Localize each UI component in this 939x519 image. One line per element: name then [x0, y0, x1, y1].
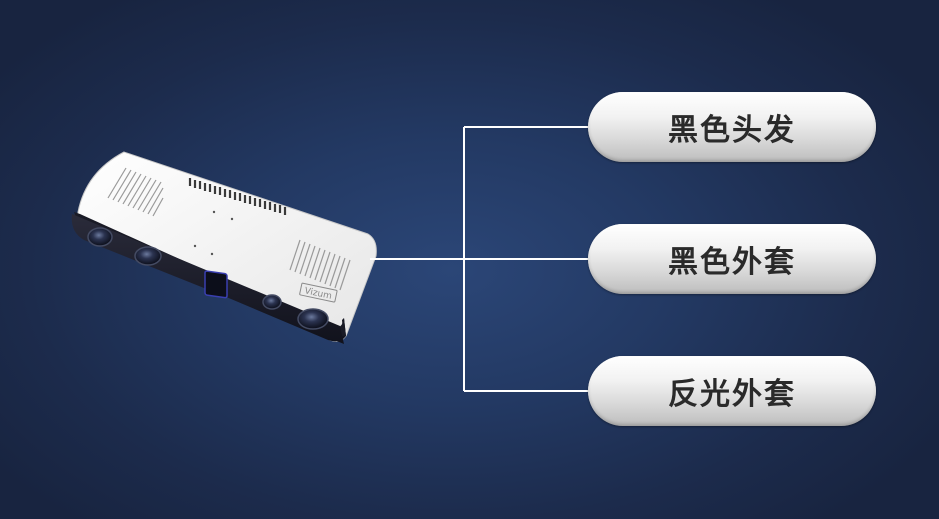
- label-reflective-jacket-text: 反光外套: [668, 377, 796, 412]
- camera-body: [77, 151, 377, 342]
- right-inner-lens: [262, 294, 282, 310]
- left-vent: [107, 167, 164, 217]
- label-black-hair-text: 黑色头发: [668, 113, 796, 148]
- label-black-hair: 黑色头发: [588, 92, 876, 162]
- right-lens: [297, 308, 329, 330]
- right-vent: [289, 239, 351, 291]
- label-black-jacket: 黑色外套: [588, 224, 876, 294]
- indicator-dots: [193, 210, 234, 256]
- label-black-jacket-text: 黑色外套: [668, 245, 796, 280]
- label-reflective-jacket: 反光外套: [588, 356, 876, 426]
- center-sensor: [204, 270, 228, 299]
- top-vent: [188, 178, 287, 215]
- left-lens: [87, 227, 113, 247]
- left-inner-lens: [134, 246, 162, 266]
